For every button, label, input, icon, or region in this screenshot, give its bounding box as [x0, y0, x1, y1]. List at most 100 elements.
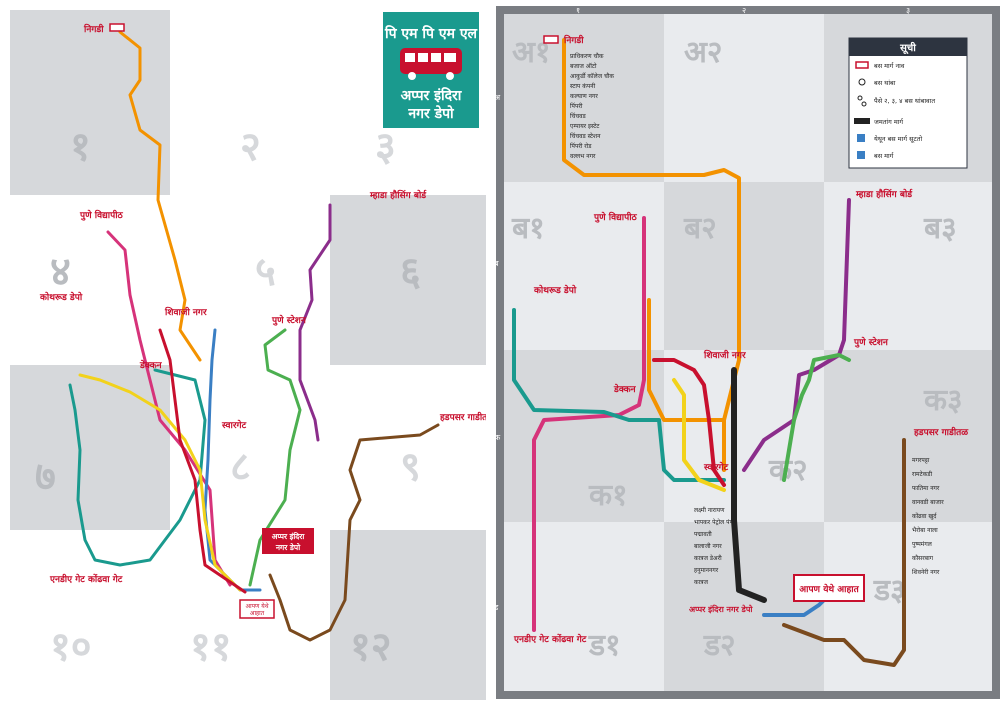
terminal-nigdi[interactable]: निगडी — [563, 34, 584, 46]
multi-stop-icon — [857, 95, 863, 101]
route-line-yellow — [78, 373, 242, 592]
route-line-yellow — [672, 378, 726, 492]
legend-item: येथून बस मार्ग सूटतो — [874, 135, 922, 143]
route-line-dark — [731, 367, 767, 603]
zone-number: १ — [70, 124, 91, 170]
zone-number: ५ — [255, 249, 276, 295]
stop-label: वल्लभ नगर — [570, 153, 596, 160]
terminal-swargate[interactable]: स्वारगेट — [703, 461, 729, 473]
route-line-orange — [118, 30, 202, 362]
route-name-icon — [855, 61, 869, 69]
terminal-nigdi[interactable]: निगडी — [83, 23, 104, 35]
terminal-mhada[interactable]: म्हाडा हौसिंग बोर्ड — [855, 188, 913, 200]
terminal-nda[interactable]: एनडीए गेट कोंढवा गेट — [49, 573, 123, 585]
cell-label: क१ — [588, 478, 628, 513]
stop-label: भैरोबा नाला — [912, 526, 938, 534]
route-line-purple — [298, 203, 332, 442]
grid-cells — [504, 14, 992, 691]
right-map-svg: १ २ ३ अ ब क ड अ१ अ२ ब१ ब२ ब३ क१ क२ क३ ड१… — [493, 0, 1000, 707]
terminal-mhada[interactable]: म्हाडा हौसिंग बोर्ड — [369, 189, 427, 201]
stop-label: वानवडी बाजार — [912, 498, 944, 506]
terminal-pune-station[interactable]: पुणे स्टेशन — [271, 314, 307, 326]
stop-label: पुष्पमंगल — [912, 541, 933, 548]
stop-label: प्राधिकरण चौक — [570, 52, 604, 60]
zone-number: ८ — [230, 444, 251, 490]
stop-label: कोंढवा खुर्द — [912, 512, 937, 520]
depot-label: अप्पर इंदिरा नगर डेपो — [689, 604, 753, 614]
stop-label: कल्याण नगर — [570, 93, 598, 100]
zone-number: २ — [240, 124, 261, 170]
zone-number: १० — [50, 624, 92, 670]
zone-number: ९ — [400, 444, 421, 490]
stop-label: कात्रज — [694, 579, 708, 586]
route-line-orange — [562, 38, 741, 472]
legend-item: बस थांबा — [874, 79, 896, 87]
terminal-kothrud-depot[interactable]: कोथरूड डेपो — [39, 291, 83, 303]
zone-block — [10, 10, 170, 195]
route-line-brown — [782, 438, 906, 667]
terminal-shivajinagar[interactable]: शिवाजी नगर — [703, 349, 746, 361]
zone-number: ६ — [400, 249, 421, 295]
col-marker: ३ — [906, 6, 910, 15]
cell-label: ब३ — [923, 211, 957, 246]
route-line-orange-2 — [647, 298, 726, 422]
route-line-green — [782, 353, 851, 482]
zone-block — [10, 365, 170, 530]
stop-label: स्टाप कंपनी — [570, 82, 596, 90]
depot-label-1: अप्पर इंदिरा — [272, 532, 306, 541]
terminal-pune-vidyapeeth[interactable]: पुणे विद्यापीठ — [79, 209, 124, 221]
terminal-nda[interactable]: एनडीए गेट कोंढवा गेट — [513, 633, 587, 645]
cell-label: ब१ — [511, 211, 545, 246]
depot-label-2: नगर डेपो — [275, 543, 301, 552]
you-are-here-box — [793, 574, 865, 602]
terminal-kothrud-depot[interactable]: कोथरूड डेपो — [533, 284, 577, 296]
terminal-deccan[interactable]: डेक्कन — [139, 359, 163, 371]
stop-label: कात्रज डेअरी — [694, 554, 722, 562]
col-marker: २ — [742, 6, 746, 15]
terminal-swargate[interactable]: स्वारगेट — [221, 419, 247, 431]
route-line-teal — [512, 308, 726, 482]
stop-label: चिंचवड स्टेशन — [570, 132, 601, 140]
title-top: पि एम पि एम एल — [384, 25, 478, 42]
route-line-teal — [68, 368, 207, 567]
right-route-map: १ २ ३ अ ब क ड अ१ अ२ ब१ ब२ ब३ क१ क२ क३ ड१… — [493, 0, 1000, 707]
col-marker: १ — [576, 6, 580, 15]
stop-label: कौसरबाग — [912, 554, 934, 562]
route-line-magenta — [106, 230, 232, 587]
stop-label: मगरपट्टा — [912, 457, 930, 464]
row-marker: क — [494, 433, 501, 442]
you-are-here-label: आपण येथे आहात — [799, 583, 859, 595]
route-line-red — [158, 328, 247, 594]
legend-item: जमतांग मार्ग — [874, 118, 904, 126]
zone-number: ११ — [190, 624, 232, 670]
terminal-hadapsar[interactable]: हडपसर गाडीतळ — [913, 426, 969, 438]
cell-label: क३ — [923, 383, 963, 418]
terminal-pune-vidyapeeth[interactable]: पुणे विद्यापीठ — [593, 211, 638, 223]
cell-label: ड२ — [703, 628, 736, 663]
row-marker: अ — [494, 93, 501, 102]
cell-label: ड३ — [873, 573, 906, 608]
zone-block — [330, 195, 486, 365]
stop-label: चिंचवड — [570, 112, 587, 120]
zone-block — [330, 530, 486, 700]
stop-label: पिंपरी — [570, 102, 583, 110]
left-route-map: १ २ ३ ४ ५ ६ ७ ८ ९ १० ११ १२ पि एम पि एम ए… — [0, 0, 495, 707]
cell-label: ब२ — [683, 211, 717, 246]
route-line-green — [248, 328, 302, 587]
stop-label: पिंपरी रोड — [570, 142, 592, 150]
stop-label: हनुमाननगर — [694, 567, 719, 574]
legend-title: सूची — [899, 41, 916, 55]
stop-label: बालाजी नगर — [694, 542, 722, 550]
you-are-here-2: आहात — [250, 610, 265, 617]
terminal-hadapsar[interactable]: हडपसर गाडीतळ — [439, 411, 495, 423]
stop-label: लक्ष्मी नारायण — [694, 506, 725, 514]
stop-label: एम्पायर इस्टेट — [570, 122, 600, 130]
terminal-deccan[interactable]: डेक्कन — [613, 383, 637, 395]
left-map-svg: १ २ ३ ४ ५ ६ ७ ८ ९ १० ११ १२ पि एम पि एम ए… — [10, 10, 495, 700]
stop-label: शिवनेरी नगर — [912, 568, 940, 576]
terminal-shivajinagar[interactable]: शिवाजी नगर — [164, 306, 207, 318]
you-are-here-1: आपण येथे — [245, 602, 268, 610]
zone-number: ३ — [375, 124, 396, 170]
terminal-pune-station[interactable]: पुणे स्टेशन — [853, 336, 889, 348]
stop-label: भापकर पेट्रोल पंप — [694, 518, 734, 526]
